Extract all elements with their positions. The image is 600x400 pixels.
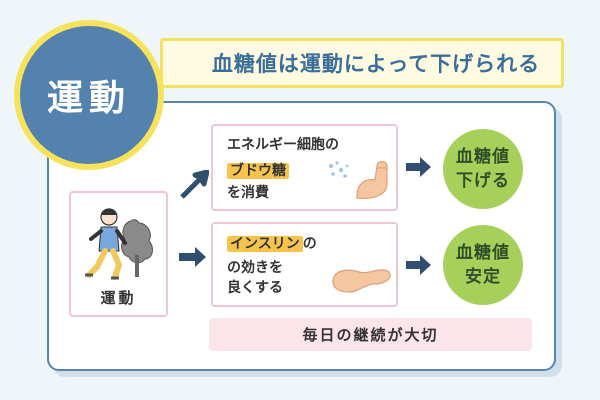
footer-note: 毎日の継続が大切 [209,318,532,351]
result-line: 安定 [465,267,501,287]
arrow-icon [406,255,431,275]
insulin-card: インスリンの の効きを 良くする [211,222,398,307]
result-circle-stable: 血糖値 安定 [443,225,523,305]
arrow-icon [406,157,431,177]
exercise-person-box: 運動 [69,191,168,317]
exercise-label: 運動 [100,289,137,307]
exercise-badge: 運動 [14,20,164,170]
badge-label: 運動 [46,78,131,119]
result-line: 下げる [456,171,510,191]
pancreas-illustration [332,269,391,293]
muscle-arm-illustration [356,160,388,199]
card-line: エネルギー細胞の [227,137,339,153]
result-circle-lower: 血糖値 下げる [443,129,523,209]
card-line: を消費 [227,185,269,201]
card-line: の [302,236,317,252]
title-text: 血糖値は運動によって下げられる [211,52,541,76]
sweat-icon [329,161,349,178]
highlight-glucose: ブドウ糖 [227,163,289,179]
runner-illustration [85,208,153,280]
result-line: 血糖値 [456,243,510,263]
arrow-icon [179,247,206,267]
card-line: 良くする [227,280,283,296]
result-line: 血糖値 [456,147,510,167]
highlight-insulin: インスリン [227,236,303,252]
title-banner: 血糖値は運動によって下げられる [160,38,564,88]
glucose-consumption-card: エネルギー細胞の ブドウ糖 を消費 [211,124,398,211]
arrow-icon [180,170,209,199]
tree-illustration [121,219,153,277]
card-line: の効きを [227,260,283,276]
footer-text: 毎日の継続が大切 [302,326,439,344]
